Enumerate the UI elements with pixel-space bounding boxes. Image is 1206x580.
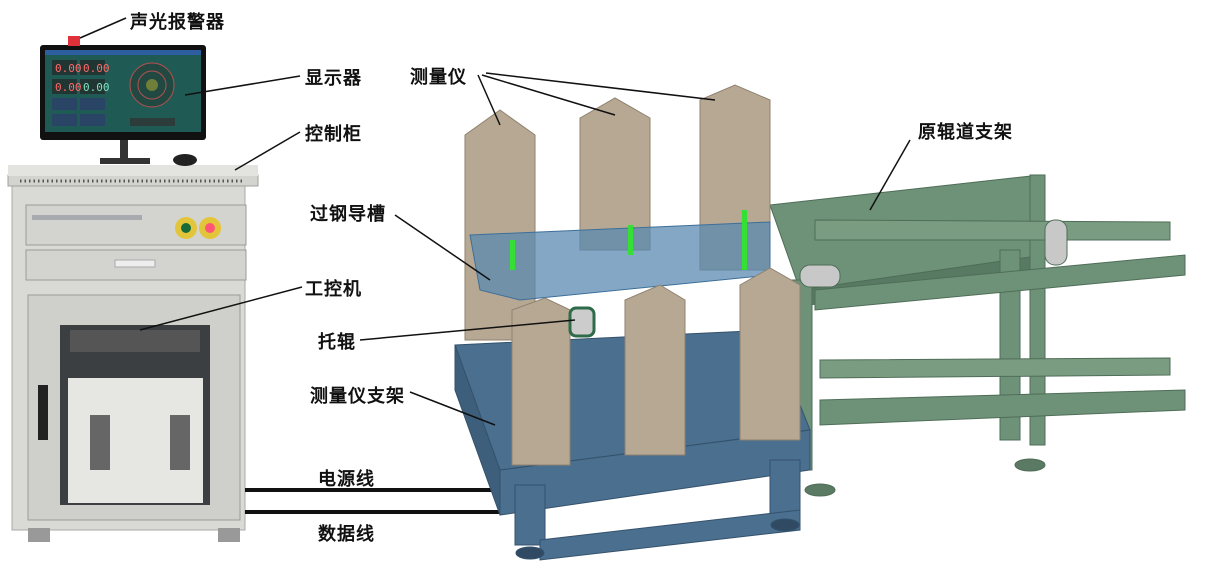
leader-lines — [79, 17, 911, 426]
roller-icon — [799, 264, 841, 288]
laser-beams — [510, 210, 747, 270]
label-alarm: 声光报警器 — [130, 12, 225, 33]
roller-stand — [769, 174, 1186, 497]
idler-roller-icon — [568, 306, 596, 338]
guide-groove — [469, 221, 771, 301]
screen-value-2: 0.00 — [83, 62, 110, 75]
label-gauge-stand: 测量仪支架 — [310, 386, 405, 407]
label-power-cable: 电源线 — [318, 469, 375, 490]
label-idler: 托辊 — [318, 332, 356, 353]
label-ipc: 工控机 — [305, 279, 362, 300]
label-guide-groove: 过钢导槽 — [310, 204, 386, 225]
label-data-cable: 数据线 — [318, 524, 375, 545]
screen-value-3: 0.00 — [55, 81, 82, 94]
label-roller-stand: 原辊道支架 — [918, 122, 1013, 143]
measurement-gauges — [464, 84, 771, 341]
screen-value-4: 0.00 — [83, 81, 110, 94]
screen-value-1: 0.00 — [55, 62, 82, 75]
control-cabinet — [7, 165, 259, 542]
monitor — [40, 36, 206, 166]
label-gauge: 测量仪 — [410, 67, 467, 88]
label-cabinet: 控制柜 — [305, 124, 362, 145]
mouse-icon — [173, 154, 197, 166]
label-display: 显示器 — [305, 68, 362, 89]
alarm-light-icon — [68, 36, 80, 46]
